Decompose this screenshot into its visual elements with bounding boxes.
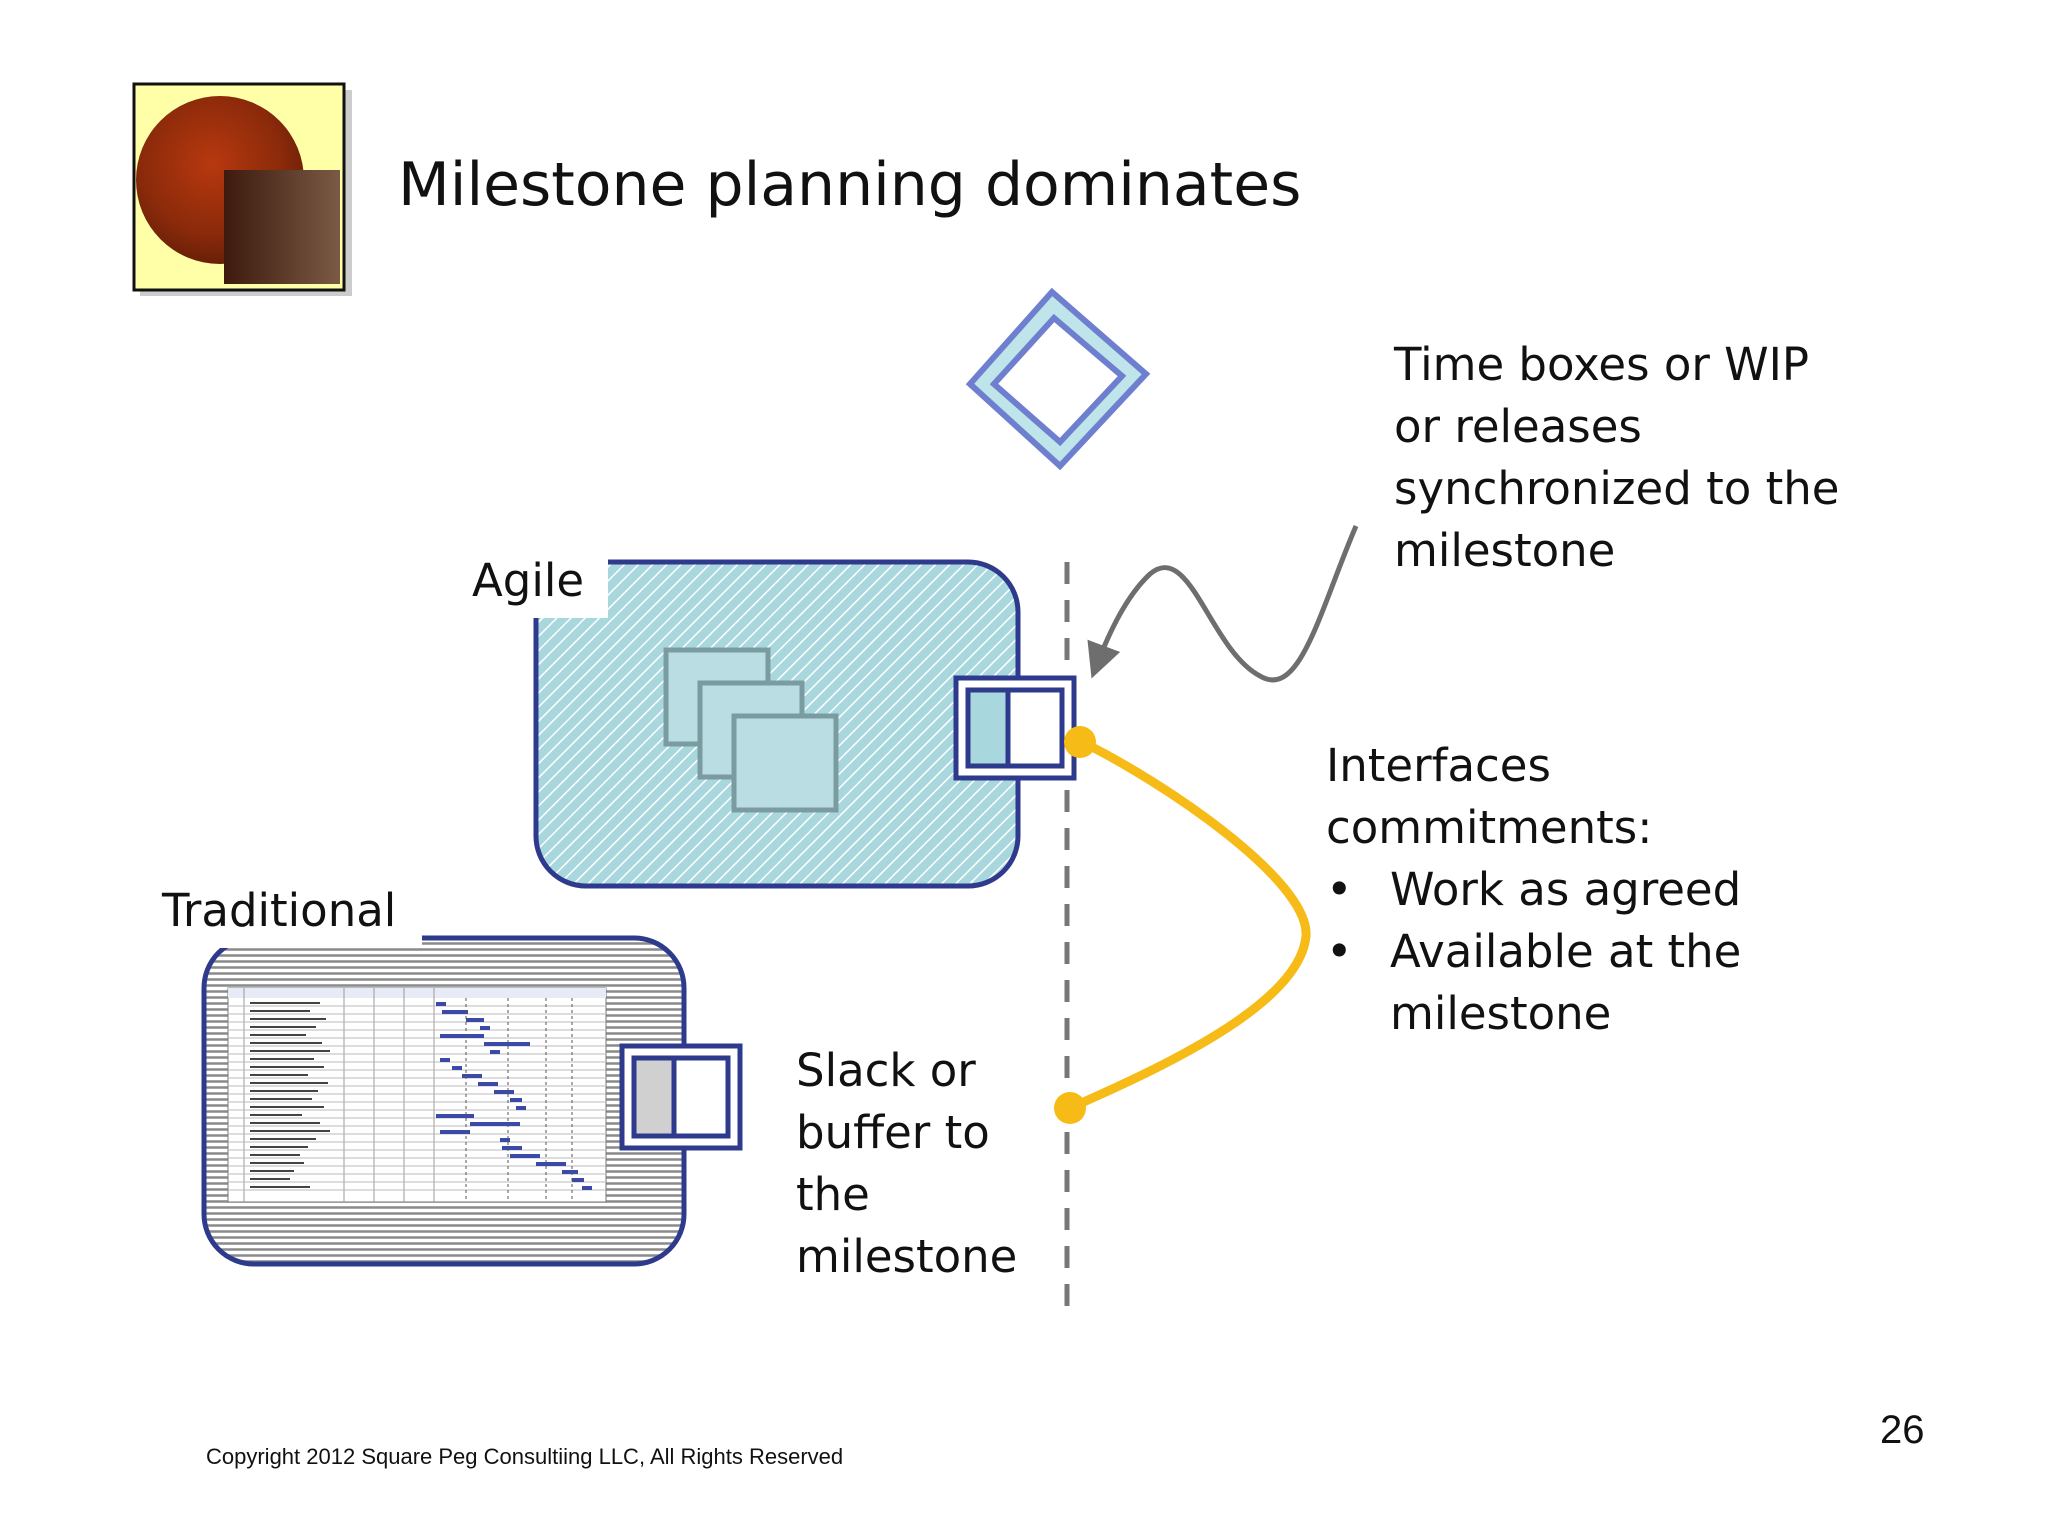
timebox-callout: Time boxes or WIP or releases synchroniz… xyxy=(1394,334,1839,582)
slack-callout-line: buffer to xyxy=(796,1106,990,1159)
timebox-callout-line: Time boxes or WIP xyxy=(1394,338,1810,391)
bullet-line: Work as agreed xyxy=(1390,863,1742,916)
connector-dot-bottom xyxy=(1054,1092,1086,1124)
bullet-line: milestone xyxy=(1390,987,1612,1040)
timebox-callout-line: milestone xyxy=(1394,524,1616,577)
interfaces-bullet: • Available at the milestone xyxy=(1326,921,1741,1045)
logo xyxy=(132,82,352,296)
bullet-marker: • xyxy=(1326,863,1353,916)
interfaces-heading-line: Interfaces xyxy=(1326,739,1551,792)
bullet-line: Available at the xyxy=(1390,925,1742,978)
traditional-interface-box xyxy=(619,1043,743,1151)
connector-dot-top xyxy=(1064,726,1096,758)
gantt-chart-thumbnail xyxy=(227,987,607,1203)
interfaces-callout: Interfaces commitments: • Work as agreed… xyxy=(1326,735,1741,1045)
timebox-callout-line: or releases xyxy=(1394,400,1642,453)
interface-connector xyxy=(1054,726,1311,1124)
slack-callout-line: Slack or xyxy=(796,1044,976,1097)
wavy-arrow-icon xyxy=(1087,525,1359,683)
slack-callout-line: the xyxy=(796,1168,870,1221)
slack-callout-line: milestone xyxy=(796,1230,1018,1283)
interfaces-bullet: • Work as agreed xyxy=(1326,859,1741,921)
agile-box xyxy=(460,540,1021,889)
timebox-callout-line: synchronized to the xyxy=(1394,462,1840,515)
page-number: 26 xyxy=(1880,1408,1925,1452)
milestone-diamond-icon xyxy=(965,287,1151,471)
interfaces-heading-line: commitments: xyxy=(1326,801,1653,854)
agile-interface-box xyxy=(953,675,1077,781)
traditional-label: Traditional xyxy=(162,884,397,937)
traditional-box xyxy=(160,870,687,1267)
copyright-footer: Copyright 2012 Square Peg Consultiing LL… xyxy=(206,1444,844,1469)
logo-square xyxy=(224,170,340,284)
bullet-marker: • xyxy=(1326,925,1353,978)
slide-title: Milestone planning dominates xyxy=(398,150,1302,220)
slack-callout: Slack or buffer to the milestone xyxy=(796,1040,1017,1288)
agile-label: Agile xyxy=(472,554,585,607)
